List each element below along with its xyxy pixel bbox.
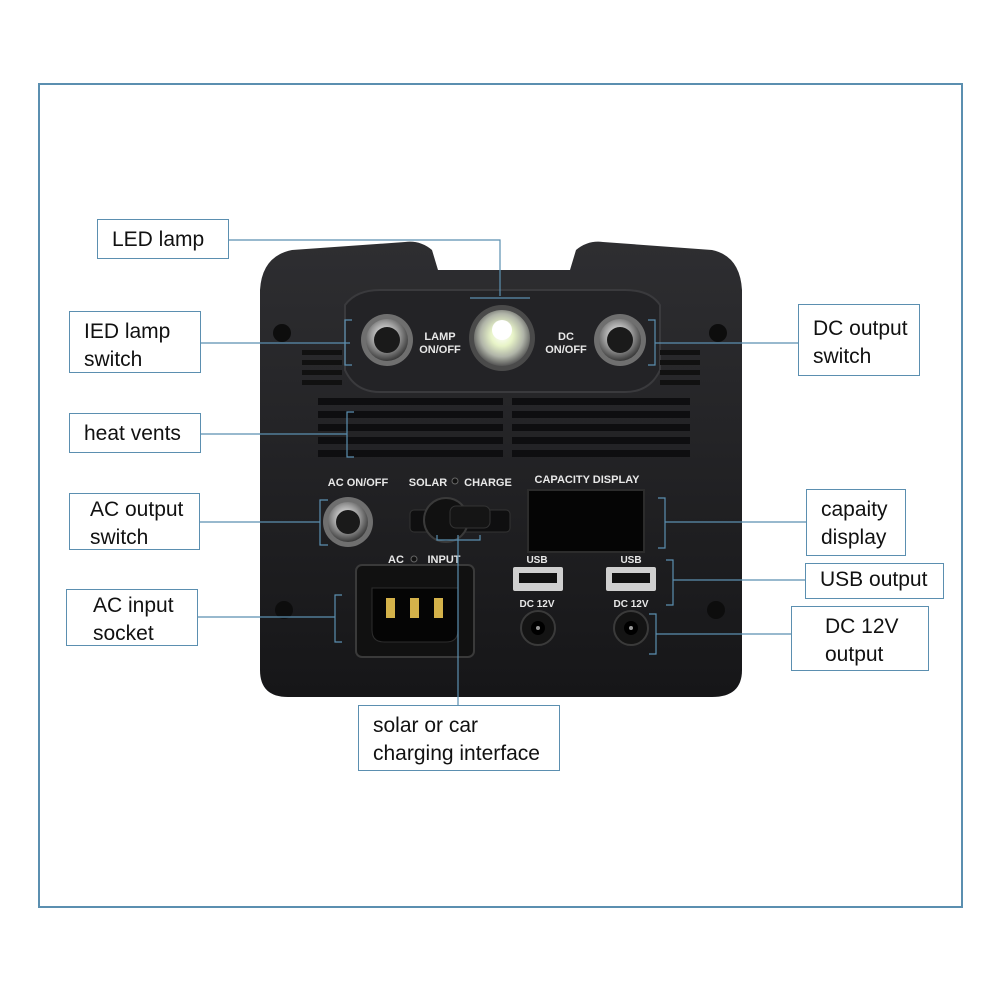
callout-heat-vents: heat vents [69, 413, 201, 453]
image-frame [38, 83, 963, 908]
callout-dc-output-switch-line1: DC output [813, 317, 908, 340]
print-ac: AC [388, 554, 404, 566]
callout-dc-12v-output-line1: DC 12V [825, 615, 899, 638]
callout-capacity-display-line1: capaity [821, 498, 888, 521]
print-ac-onoff: AC ON/OFF [328, 477, 389, 489]
callout-ac-input-socket: AC input socket [66, 589, 198, 646]
print-charge: CHARGE [464, 477, 512, 489]
callout-dc-12v-output-line2: output [825, 643, 884, 666]
callout-dc-output-switch: DC output switch [798, 304, 920, 376]
callout-led-lamp-text: LED lamp [112, 228, 205, 251]
callout-ac-output-switch-line1: AC output [90, 498, 184, 521]
usb-port-2 [606, 567, 656, 591]
callout-solar-car-interface-line1: solar or car [373, 714, 479, 737]
ac-input-socket [355, 564, 475, 658]
print-usb-2: USB [620, 555, 641, 566]
callout-solar-car-interface: solar or car charging interface [358, 705, 560, 771]
dc12v-jack-2 [613, 610, 649, 646]
lamp-switch-button [361, 314, 413, 366]
callout-ac-output-switch: AC output switch [69, 493, 200, 550]
ac-switch-button [323, 497, 373, 547]
capacity-display-screen [527, 489, 645, 553]
print-dc-1: DC [558, 331, 574, 343]
callout-dc-output-switch-line2: switch [813, 345, 872, 368]
print-usb-1: USB [526, 555, 547, 566]
led-lamp [469, 305, 535, 371]
callout-ac-input-socket-line2: socket [93, 622, 154, 645]
callout-led-lamp-switch-line2: switch [84, 348, 143, 371]
callout-usb-output-text: USB output [820, 568, 928, 591]
print-dc-2: ON/OFF [545, 344, 587, 356]
callout-led-lamp-switch: IED lamp switch [69, 311, 201, 373]
leader-lines [198, 239, 808, 706]
callout-capacity-display: capaity display [806, 489, 906, 556]
print-dc12v-2: DC 12V [613, 599, 648, 610]
dc12v-jack-1 [520, 610, 556, 646]
print-lamp-1: LAMP [424, 331, 455, 343]
callout-dc-12v-output: DC 12V output [791, 606, 929, 671]
callout-ac-output-switch-line2: switch [90, 526, 149, 549]
print-solar: SOLAR [409, 477, 448, 489]
callout-capacity-display-line2: display [821, 526, 887, 549]
usb-port-1 [513, 567, 563, 591]
dc-switch-button [594, 314, 646, 366]
solar-charging-port [409, 497, 511, 543]
print-capacity-display: CAPACITY DISPLAY [535, 474, 641, 486]
callout-solar-car-interface-line2: charging interface [373, 742, 540, 765]
callout-usb-output: USB output [805, 563, 944, 599]
print-lamp-2: ON/OFF [419, 344, 461, 356]
callout-heat-vents-text: heat vents [84, 422, 181, 445]
print-input: INPUT [428, 554, 461, 566]
callout-ac-input-socket-line1: AC input [93, 594, 174, 617]
callout-led-lamp: LED lamp [97, 219, 229, 259]
callout-led-lamp-switch-line1: IED lamp [84, 320, 171, 343]
print-dc12v-1: DC 12V [519, 599, 554, 610]
